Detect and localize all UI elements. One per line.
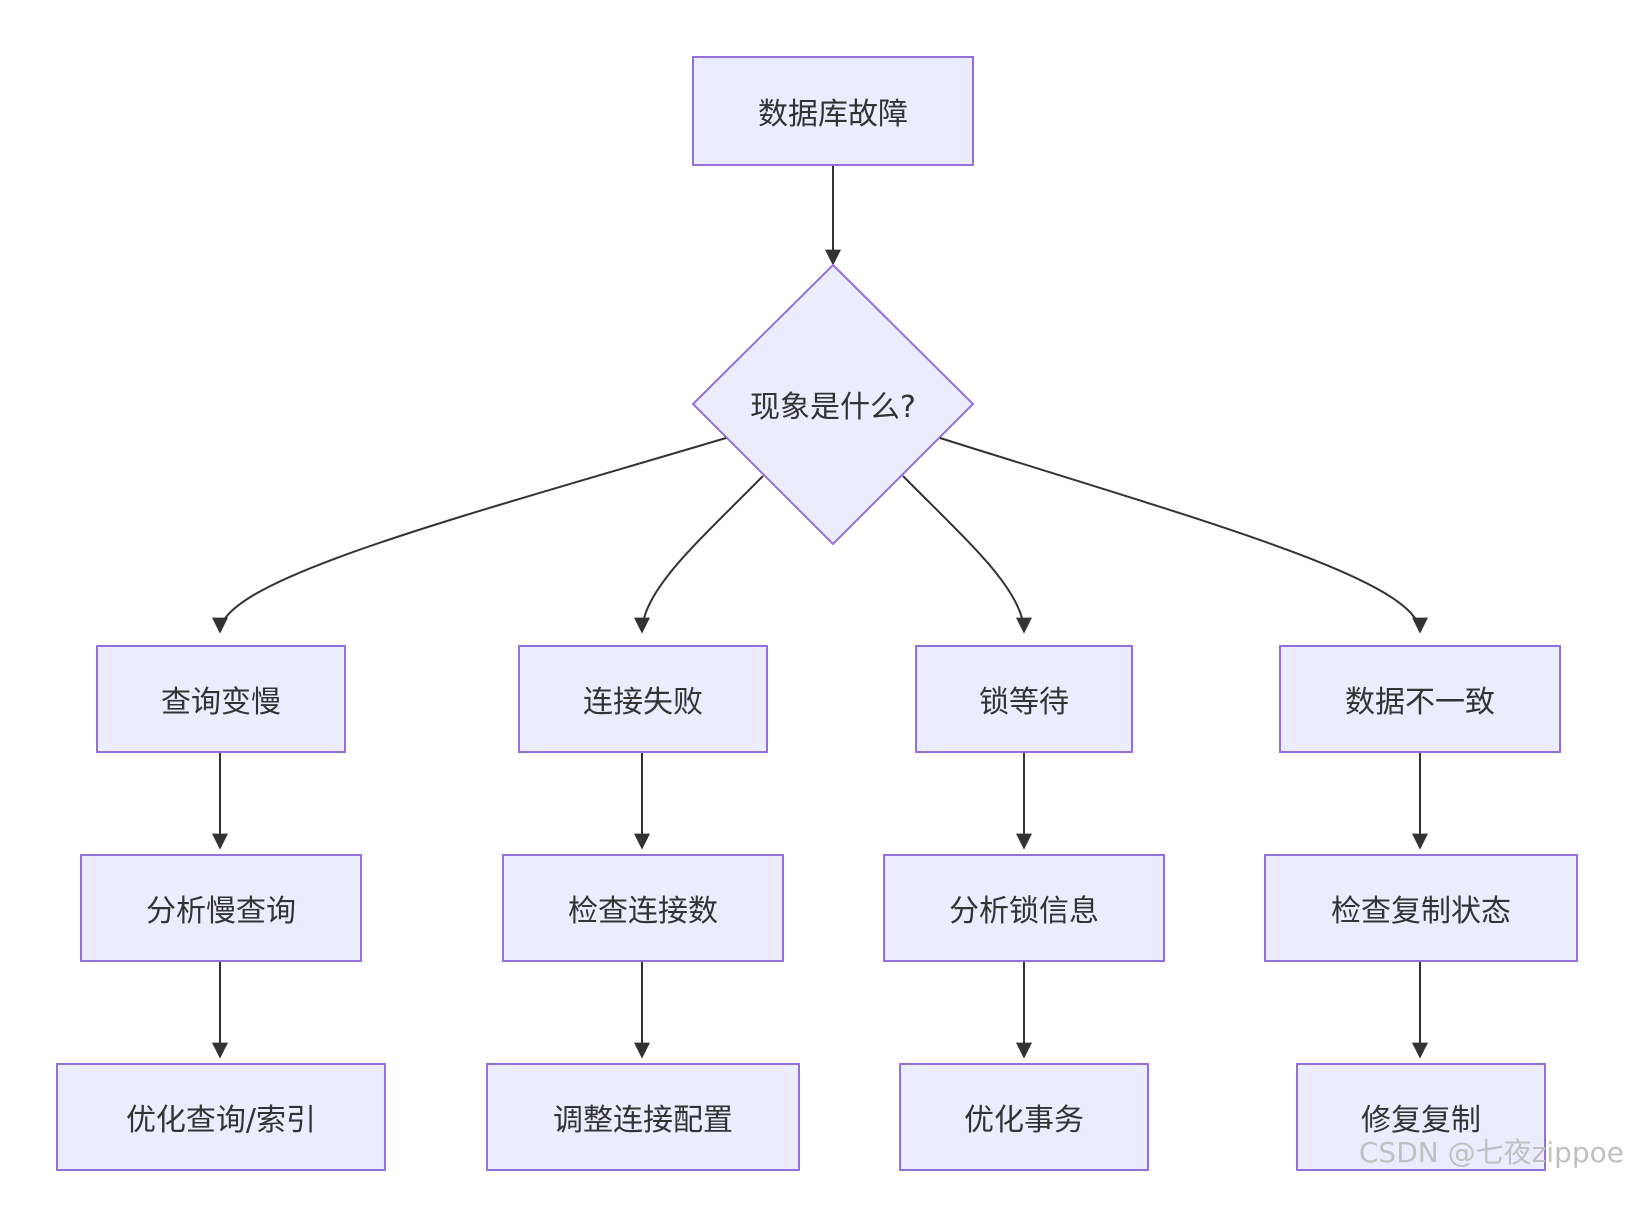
node-symptom-3: 锁等待: [915, 645, 1133, 753]
node-diagnose-1-label: 分析慢查询: [146, 894, 296, 929]
node-diagnose-4: 检查复制状态: [1264, 854, 1578, 962]
edge-decision-symptom-1: [212, 437, 727, 634]
node-action-4: 修复复制: [1296, 1063, 1546, 1171]
node-root: 数据库故障: [692, 56, 974, 166]
watermark: CSDN @七夜zippoe: [1358, 1136, 1624, 1169]
node-decision: 现象是什么?: [693, 374, 973, 434]
node-symptom-1: 查询变慢: [96, 645, 346, 753]
node-diagnose-4-label: 检查复制状态: [1331, 894, 1511, 929]
node-action-2-label: 调整连接配置: [553, 1103, 733, 1138]
node-decision-label: 现象是什么?: [750, 390, 916, 425]
decision-diamond: [691, 263, 975, 546]
node-action-1-label: 优化查询/索引: [125, 1103, 317, 1138]
node-action-4-label: 修复复制: [1361, 1103, 1481, 1138]
node-diagnose-3-label: 分析锁信息: [949, 894, 1099, 929]
node-diagnose-1: 分析慢查询: [80, 854, 362, 962]
node-action-3: 优化事务: [899, 1063, 1149, 1171]
node-diagnose-2: 检查连接数: [502, 854, 784, 962]
node-symptom-3-label: 锁等待: [979, 685, 1069, 720]
node-diagnose-3: 分析锁信息: [883, 854, 1165, 962]
node-action-3-label: 优化事务: [964, 1103, 1084, 1138]
node-symptom-2: 连接失败: [518, 645, 768, 753]
node-action-1: 优化查询/索引: [56, 1063, 386, 1171]
node-symptom-4: 数据不一致: [1279, 645, 1561, 753]
edge-decision-symptom-2: [634, 475, 764, 634]
node-diagnose-2-label: 检查连接数: [568, 894, 718, 929]
node-symptom-2-label: 连接失败: [583, 685, 703, 720]
node-symptom-1-label: 查询变慢: [161, 685, 281, 720]
node-root-label: 数据库故障: [758, 97, 908, 132]
edge-decision-symptom-4: [939, 437, 1428, 634]
node-action-2: 调整连接配置: [486, 1063, 800, 1171]
node-symptom-4-label: 数据不一致: [1345, 685, 1495, 720]
edge-decision-symptom-3: [902, 475, 1032, 634]
